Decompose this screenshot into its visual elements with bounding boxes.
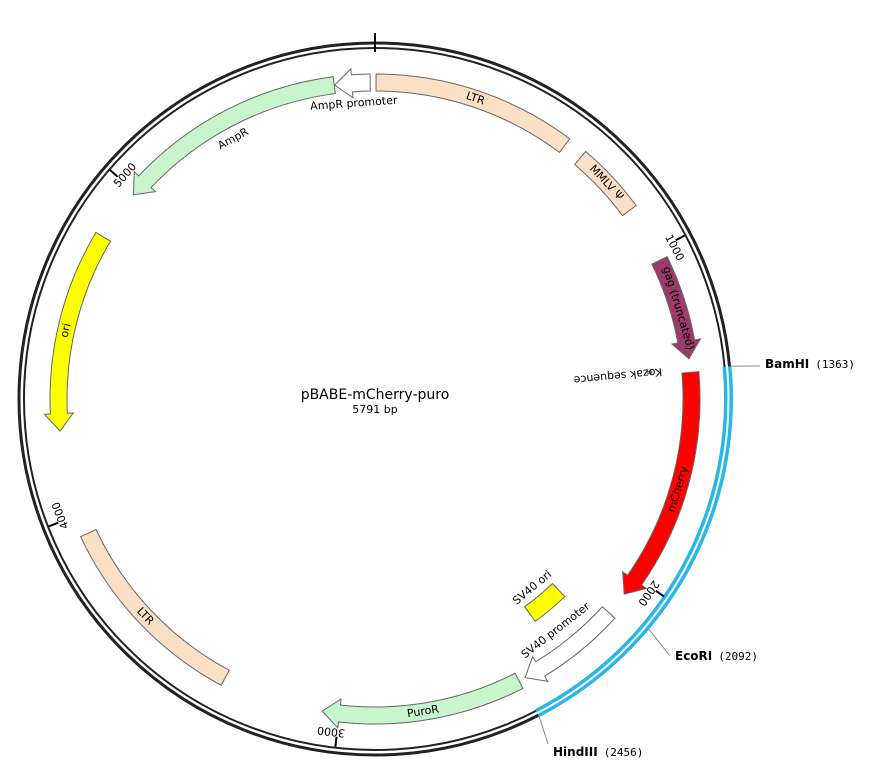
feature-label-puror: PuroR [406, 702, 440, 720]
highlight-line-2 [536, 366, 729, 714]
highlight-arc [535, 366, 733, 718]
feature-label-ltr-5: LTR [464, 89, 486, 107]
tick-1000 [675, 234, 685, 242]
highlight-line-1 [537, 366, 730, 714]
site-pos-HindIII: (2456) [604, 746, 644, 759]
feature-gag [651, 256, 702, 360]
site-name-HindIII: HindIII [553, 745, 598, 759]
site-pos-BamHI: (1363) [815, 358, 855, 371]
tick-4000 [48, 521, 59, 528]
feature-mmlv-psi [573, 150, 637, 217]
tick-2000 [655, 589, 665, 598]
tick-label-3000: 3000 [316, 724, 345, 740]
site-pos-EcoRI: (2092) [718, 650, 758, 663]
feature-label-mmlv-psi: MMLV Ψ [587, 162, 626, 203]
feature-sv40-prom [524, 606, 616, 682]
tick-5000 [109, 169, 119, 178]
feature-label-kozak: Kozak sequence [573, 365, 663, 387]
feature-ampr-prom [333, 67, 371, 99]
restriction-sites: BamHI (1363) EcoRI (2092) HindIII (2456) [538, 357, 855, 759]
tick-label-4000: 4000 [49, 500, 71, 531]
feature-ltr-5 [375, 73, 571, 154]
feature-label-ampr-prom: AmpR promoter [310, 94, 399, 113]
feature-ltr-3 [79, 528, 230, 686]
plasmid-name: pBABE-mCherry-puro [301, 387, 450, 403]
highlight-region [535, 366, 733, 718]
feature-mcherry [622, 371, 701, 595]
site-leader-HindIII [538, 716, 549, 745]
feature-puror [321, 672, 524, 730]
feature-label-ori: ori [58, 322, 74, 339]
feature-ori [43, 231, 112, 432]
feature-sv40-ori [523, 582, 566, 622]
site-name-BamHI: BamHI [765, 357, 809, 371]
feature-kozak [647, 370, 653, 375]
site-leader-EcoRI [648, 629, 671, 657]
site-name-EcoRI: EcoRI [675, 649, 712, 663]
plasmid-length: 5791 bp [352, 403, 397, 416]
tick-3000 [334, 736, 338, 747]
